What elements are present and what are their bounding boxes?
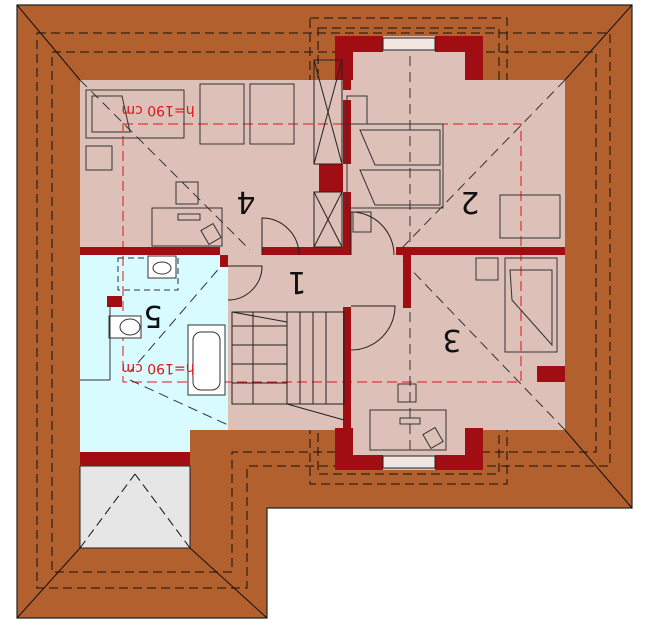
shafts [313, 59, 343, 248]
windows [382, 37, 436, 469]
room-number: 4 [236, 184, 255, 219]
balcony [79, 465, 191, 549]
room-number: 3 [442, 322, 461, 357]
height-note: h=190 cm [121, 102, 194, 118]
bathroom-fixtures [80, 255, 226, 396]
room-number: 5 [143, 298, 162, 333]
room-3-furniture [369, 257, 558, 451]
bathroom-step [80, 380, 190, 452]
roof-hip-lines [16, 4, 633, 619]
room-diagonals [79, 40, 566, 470]
height-note: h=190 cm [121, 360, 194, 376]
staircase [231, 311, 345, 421]
room-number: 1 [287, 264, 306, 299]
balcony-diagonals [79, 473, 191, 549]
room-2-furniture [346, 95, 561, 239]
room-4-furniture [85, 83, 295, 247]
room-number: 2 [460, 184, 479, 219]
